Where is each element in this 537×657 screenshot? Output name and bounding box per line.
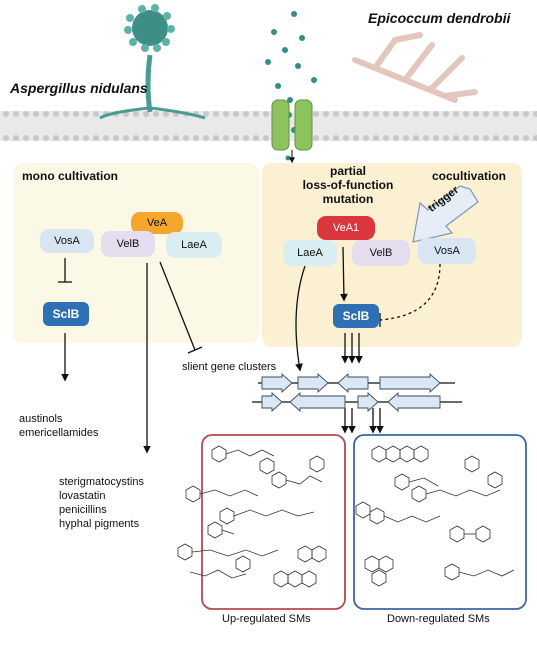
sclb-products: austinols emericellamides (19, 413, 99, 439)
velb-products: sterigmatocystins lovastatin penicillins… (59, 476, 144, 530)
mutation-label: partial loss-of-function mutation (302, 164, 394, 206)
up-regulated-box (201, 434, 346, 610)
mono-pathway-lines (58, 258, 203, 454)
mono-cultivation-title: mono cultivation (22, 169, 118, 183)
cocultivation-title: cocultivation (432, 169, 507, 183)
cocult-velb: VelB (352, 240, 410, 266)
mono-laea: LaeA (166, 232, 222, 258)
cocult-pathway-lines (295, 246, 441, 434)
down-regulated-structures-icon (355, 445, 515, 587)
mono-vea: VeA (131, 212, 183, 234)
cocult-vosa: VosA (418, 238, 476, 264)
cocult-vea1: VeA1 (317, 216, 375, 240)
gene-cluster-row-1 (258, 372, 455, 394)
down-regulated-label: Down-regulated SMs (387, 613, 490, 625)
species-epicoccum: Epicoccum dendrobii (368, 10, 511, 26)
cocult-sclb: SclB (333, 304, 379, 328)
up-regulated-label: Up-regulated SMs (222, 613, 311, 625)
cocult-laea: LaeA (283, 240, 337, 266)
mono-velb: VelB (101, 231, 155, 257)
down-regulated-box (353, 434, 527, 610)
mono-sclb: SclB (43, 302, 89, 326)
epicoccum-hyphae-icon (352, 32, 478, 103)
species-aspergillus: Aspergillus nidulans (10, 80, 148, 96)
gene-cluster-row-2 (252, 391, 462, 413)
aspergillus-conidiophore-icon (99, 4, 206, 120)
mono-vosa: VosA (40, 229, 94, 253)
trigger-arrow-icon (412, 185, 479, 243)
cell-membrane (0, 111, 537, 141)
up-regulated-structures-icon (177, 445, 327, 588)
silent-gene-clusters-label: slient gene clusters (182, 361, 277, 373)
membrane-receptor-icon (271, 99, 313, 164)
